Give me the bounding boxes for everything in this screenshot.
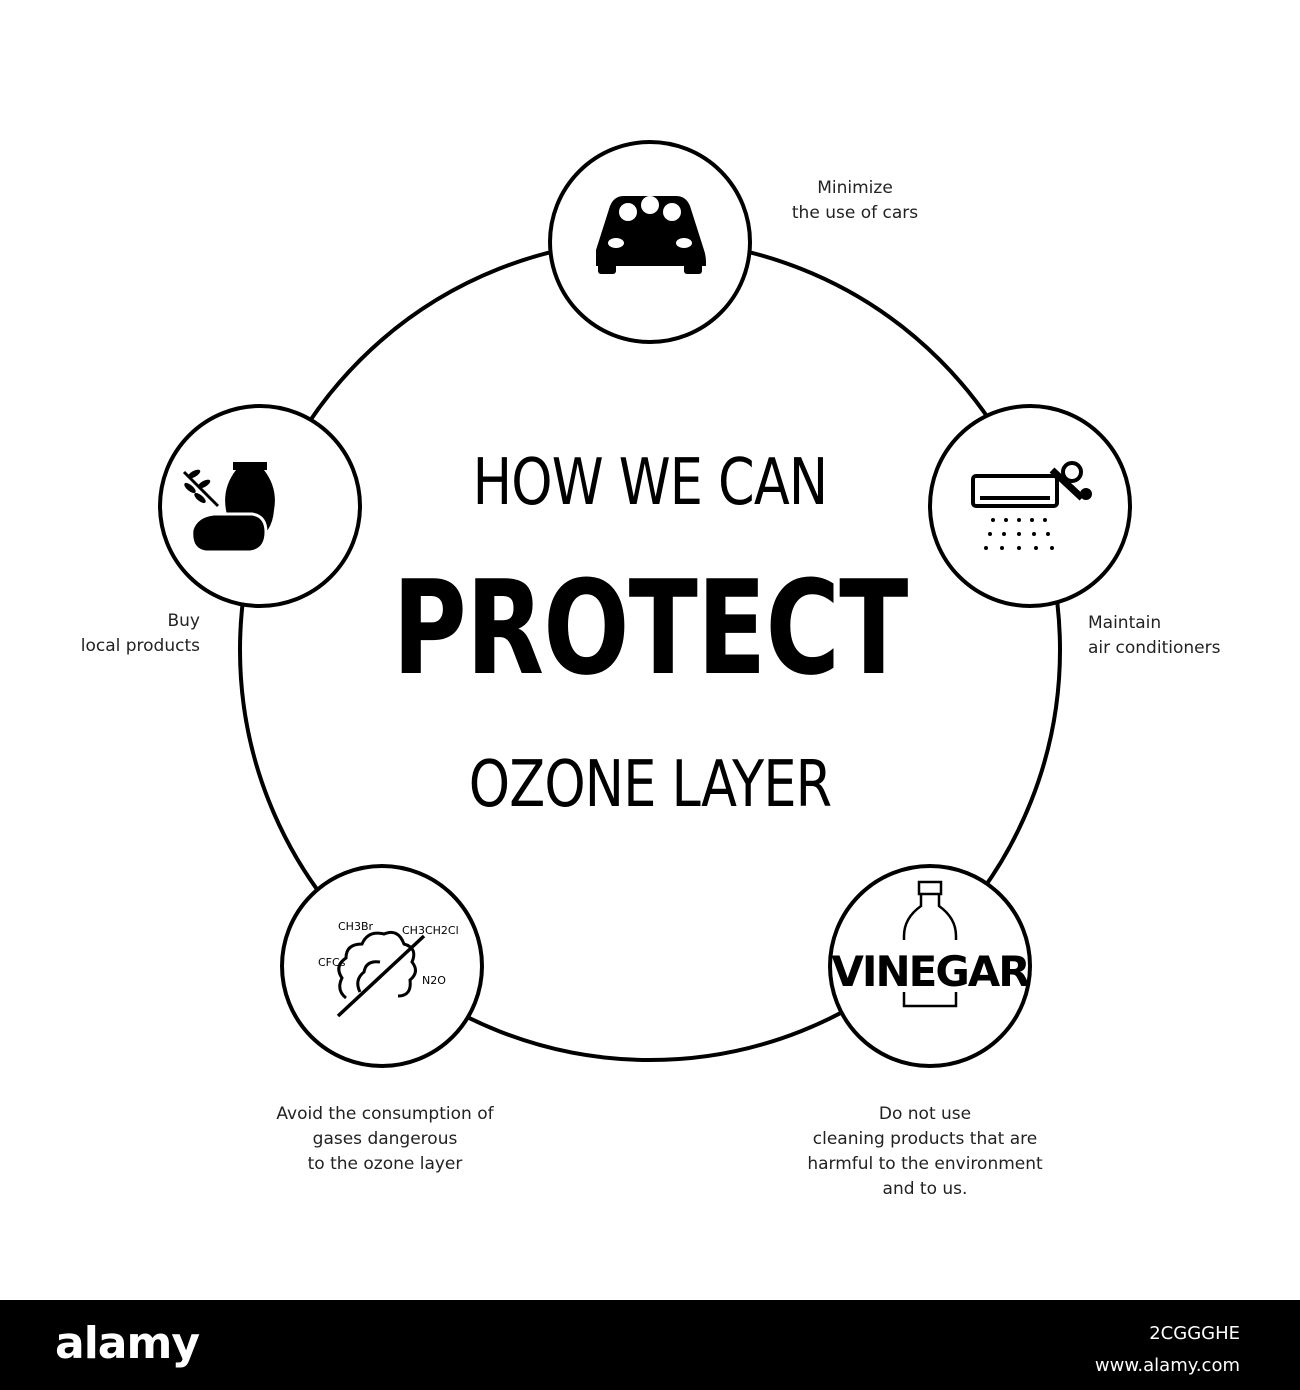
- caption-ac: Maintain air conditioners: [1088, 613, 1221, 658]
- title-line-2: PROTECT: [392, 552, 908, 704]
- formula-ch3br: CH3Br: [338, 920, 373, 933]
- node-gases: CH3Br CH3CH2Cl CFCs N2O: [280, 864, 484, 1068]
- title-line-3: OZONE LAYER: [468, 748, 832, 822]
- alamy-logo: alamy: [55, 1318, 200, 1369]
- car-icon: [596, 196, 706, 274]
- footer-url: www.alamy.com: [1094, 1355, 1240, 1376]
- caption-gases: Avoid the consumption of gases dangerous…: [276, 1104, 494, 1174]
- title-line-1: HOW WE CAN: [472, 446, 828, 520]
- formula-cfcs: CFCs: [318, 956, 346, 969]
- node-ac: [928, 404, 1132, 608]
- node-local: [158, 404, 362, 608]
- ozone-diagram: VINEGAR CH3Br CH3CH2Cl CFCs N2O: [158, 140, 1132, 1068]
- formula-n2o: N2O: [422, 974, 446, 987]
- air-conditioner-wrench-icon: [971, 461, 1092, 508]
- node-vinegar: VINEGAR: [828, 864, 1032, 1068]
- caption-local: Buy local products: [80, 611, 200, 656]
- formula-ch3ch2cl: CH3CH2Cl: [402, 924, 459, 937]
- image-id: 2CGGGHE www.alamy.com: [1095, 1318, 1240, 1382]
- node-cars: [548, 140, 752, 344]
- caption-cars: Minimize the use of cars: [791, 178, 919, 223]
- vinegar-label: VINEGAR: [831, 947, 1030, 996]
- local-products-icon: [182, 462, 275, 554]
- no-gases-icon: [336, 930, 426, 1018]
- vinegar-bottle-icon: [902, 880, 958, 1008]
- image-id-text: 2CGGGHE: [1149, 1323, 1240, 1344]
- footer-bar: alamy 2CGGGHE www.alamy.com: [0, 1300, 1300, 1390]
- caption-vinegar: Do not use cleaning products that are ha…: [807, 1104, 1043, 1199]
